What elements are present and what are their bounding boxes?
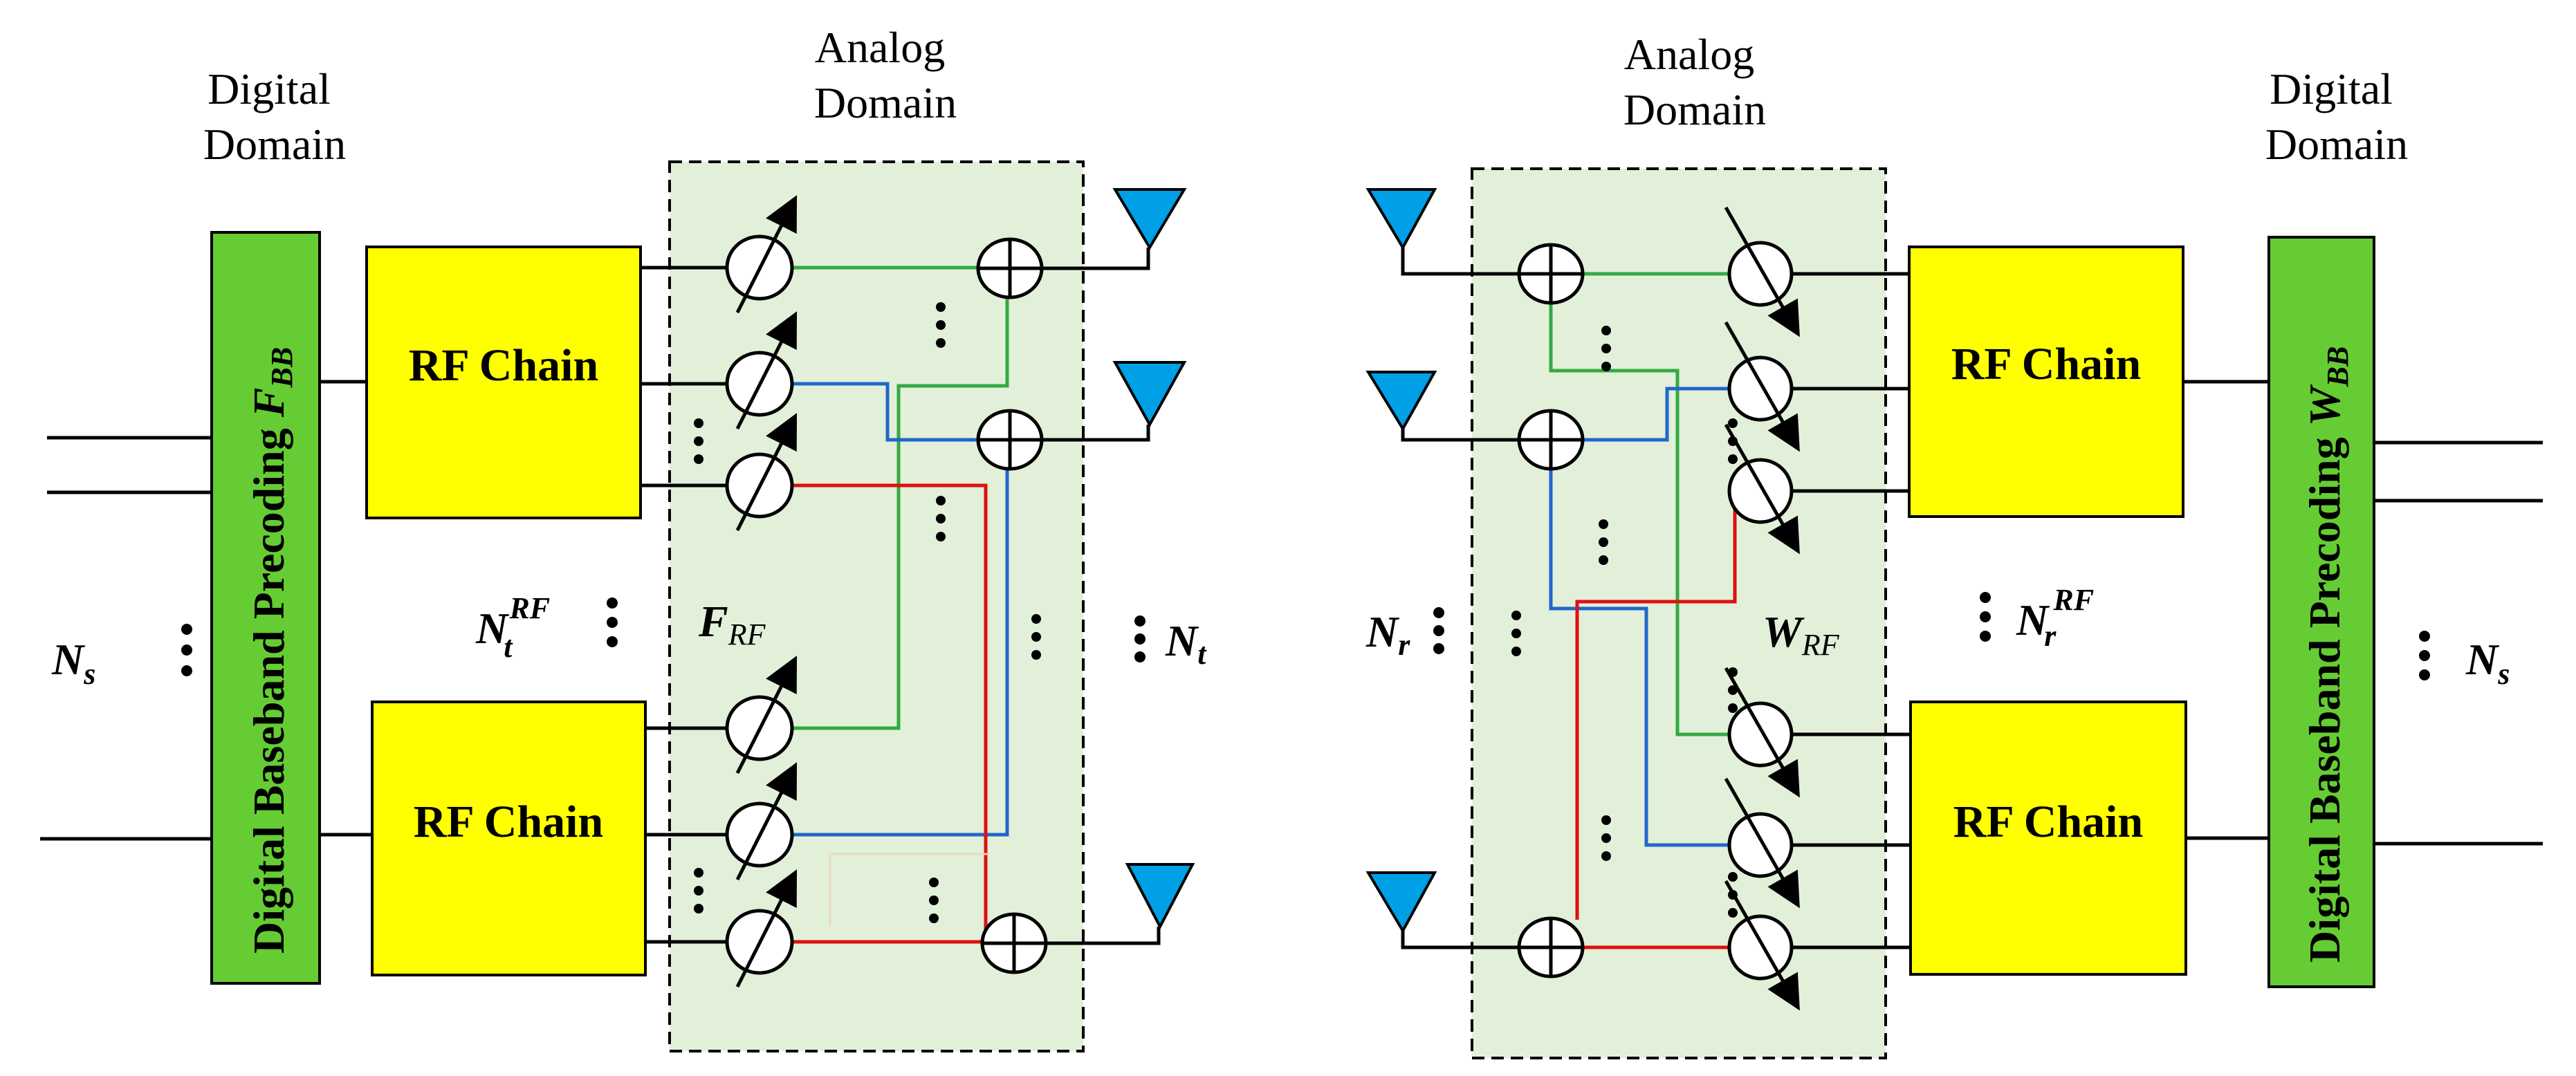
rx-internal-dots bbox=[1511, 326, 1738, 918]
tx-antennas bbox=[1112, 188, 1195, 930]
rx-digital-domain-label: Digital Domain bbox=[2265, 64, 2408, 169]
tx-adder-icon bbox=[980, 912, 1048, 974]
tx-adder-icon bbox=[976, 237, 1044, 299]
antenna-icon bbox=[1365, 371, 1437, 432]
tx-antenna-feeds bbox=[1042, 248, 1161, 945]
rx-phase-shifter-icon bbox=[1724, 321, 1800, 452]
antenna-icon bbox=[1112, 361, 1187, 428]
transmitter: Digital Domain Analog Domain Ns Digital … bbox=[40, 23, 1207, 1052]
tx-baseband-block bbox=[210, 231, 321, 985]
tx-digital-domain-label: Digital Domain bbox=[203, 64, 346, 169]
tx-internal-dots bbox=[694, 302, 1041, 923]
rx-ps-rf-lines bbox=[1792, 272, 1911, 949]
rx-combiners bbox=[1517, 243, 1585, 978]
tx-phase-shifter-icon bbox=[725, 311, 798, 430]
rx-antennas bbox=[1365, 188, 1437, 934]
tx-rf-chain-top-label: RF Chain bbox=[409, 340, 598, 391]
tx-baseband-label: Digital Baseband Precoding FBB bbox=[244, 347, 299, 954]
tx-phase-shifter-icon bbox=[725, 195, 798, 314]
rx-routing-lines bbox=[1549, 272, 1737, 949]
tx-frf-label: FRF bbox=[698, 597, 766, 651]
tx-ns-dots bbox=[181, 624, 192, 676]
tx-nrf-label: NtRF bbox=[475, 591, 550, 664]
tx-phase-shifter-icon bbox=[725, 869, 798, 988]
rx-rf-chain-bottom bbox=[1909, 701, 2187, 976]
rx-adder-icon bbox=[1517, 916, 1585, 978]
rx-rf-chain-top-label: RF Chain bbox=[1951, 339, 2141, 389]
rx-rf-bb-lines bbox=[2183, 380, 2269, 840]
rx-output-streams bbox=[2374, 440, 2543, 846]
antenna-icon bbox=[1125, 863, 1195, 930]
rx-baseband-label: Digital Baseband Precoding WBB bbox=[2300, 346, 2355, 963]
tx-rf-ps-lines bbox=[641, 266, 727, 944]
tx-bb-rf-lines bbox=[320, 380, 372, 837]
rx-ns-dots bbox=[2419, 631, 2430, 680]
tx-routing-lines bbox=[792, 266, 1009, 944]
rx-nr-dots bbox=[1433, 607, 1444, 654]
receiver: Analog Domain Digital Domain bbox=[1365, 30, 2543, 1059]
tx-analog-domain-label: Analog Domain bbox=[814, 23, 957, 127]
tx-rf-chain-top bbox=[365, 245, 642, 519]
rx-rf-chain-bottom-label: RF Chain bbox=[1953, 797, 2143, 847]
rx-analog-domain-label: Analog Domain bbox=[1623, 30, 1766, 134]
rx-adder-icon bbox=[1517, 409, 1585, 471]
tx-nt-label: Nt bbox=[1165, 616, 1207, 671]
tx-phase-shifter-icon bbox=[725, 413, 798, 532]
tx-input-streams bbox=[40, 436, 212, 841]
rx-nrf-dots bbox=[1980, 592, 1991, 642]
tx-rf-chain-bottom bbox=[371, 701, 647, 976]
rx-baseband-block bbox=[2267, 236, 2375, 988]
tx-adder-icon bbox=[976, 409, 1044, 471]
antenna-icon bbox=[1365, 871, 1437, 934]
rx-nr-label: Nr bbox=[1365, 607, 1410, 662]
tx-phase-shifter-icon bbox=[725, 656, 798, 774]
tx-nt-dots bbox=[1134, 615, 1146, 662]
tx-phase-shifters bbox=[725, 195, 798, 988]
tx-nrf-dots bbox=[607, 597, 618, 647]
tx-ns-label: Ns bbox=[51, 635, 95, 691]
rx-antenna-feeds bbox=[1401, 248, 1519, 949]
rx-wrf-label: WRF bbox=[1763, 607, 1840, 662]
tx-phase-shifter-icon bbox=[725, 762, 798, 881]
rx-adder-icon bbox=[1517, 243, 1585, 305]
rx-phase-shifters bbox=[1724, 206, 1800, 1011]
rx-nrf-label: NrRF bbox=[2016, 583, 2094, 653]
antenna-icon bbox=[1112, 188, 1187, 250]
rx-ns-label: Ns bbox=[2465, 635, 2510, 691]
tx-rf-chain-bottom-label: RF Chain bbox=[414, 797, 603, 847]
antenna-icon bbox=[1365, 188, 1437, 251]
